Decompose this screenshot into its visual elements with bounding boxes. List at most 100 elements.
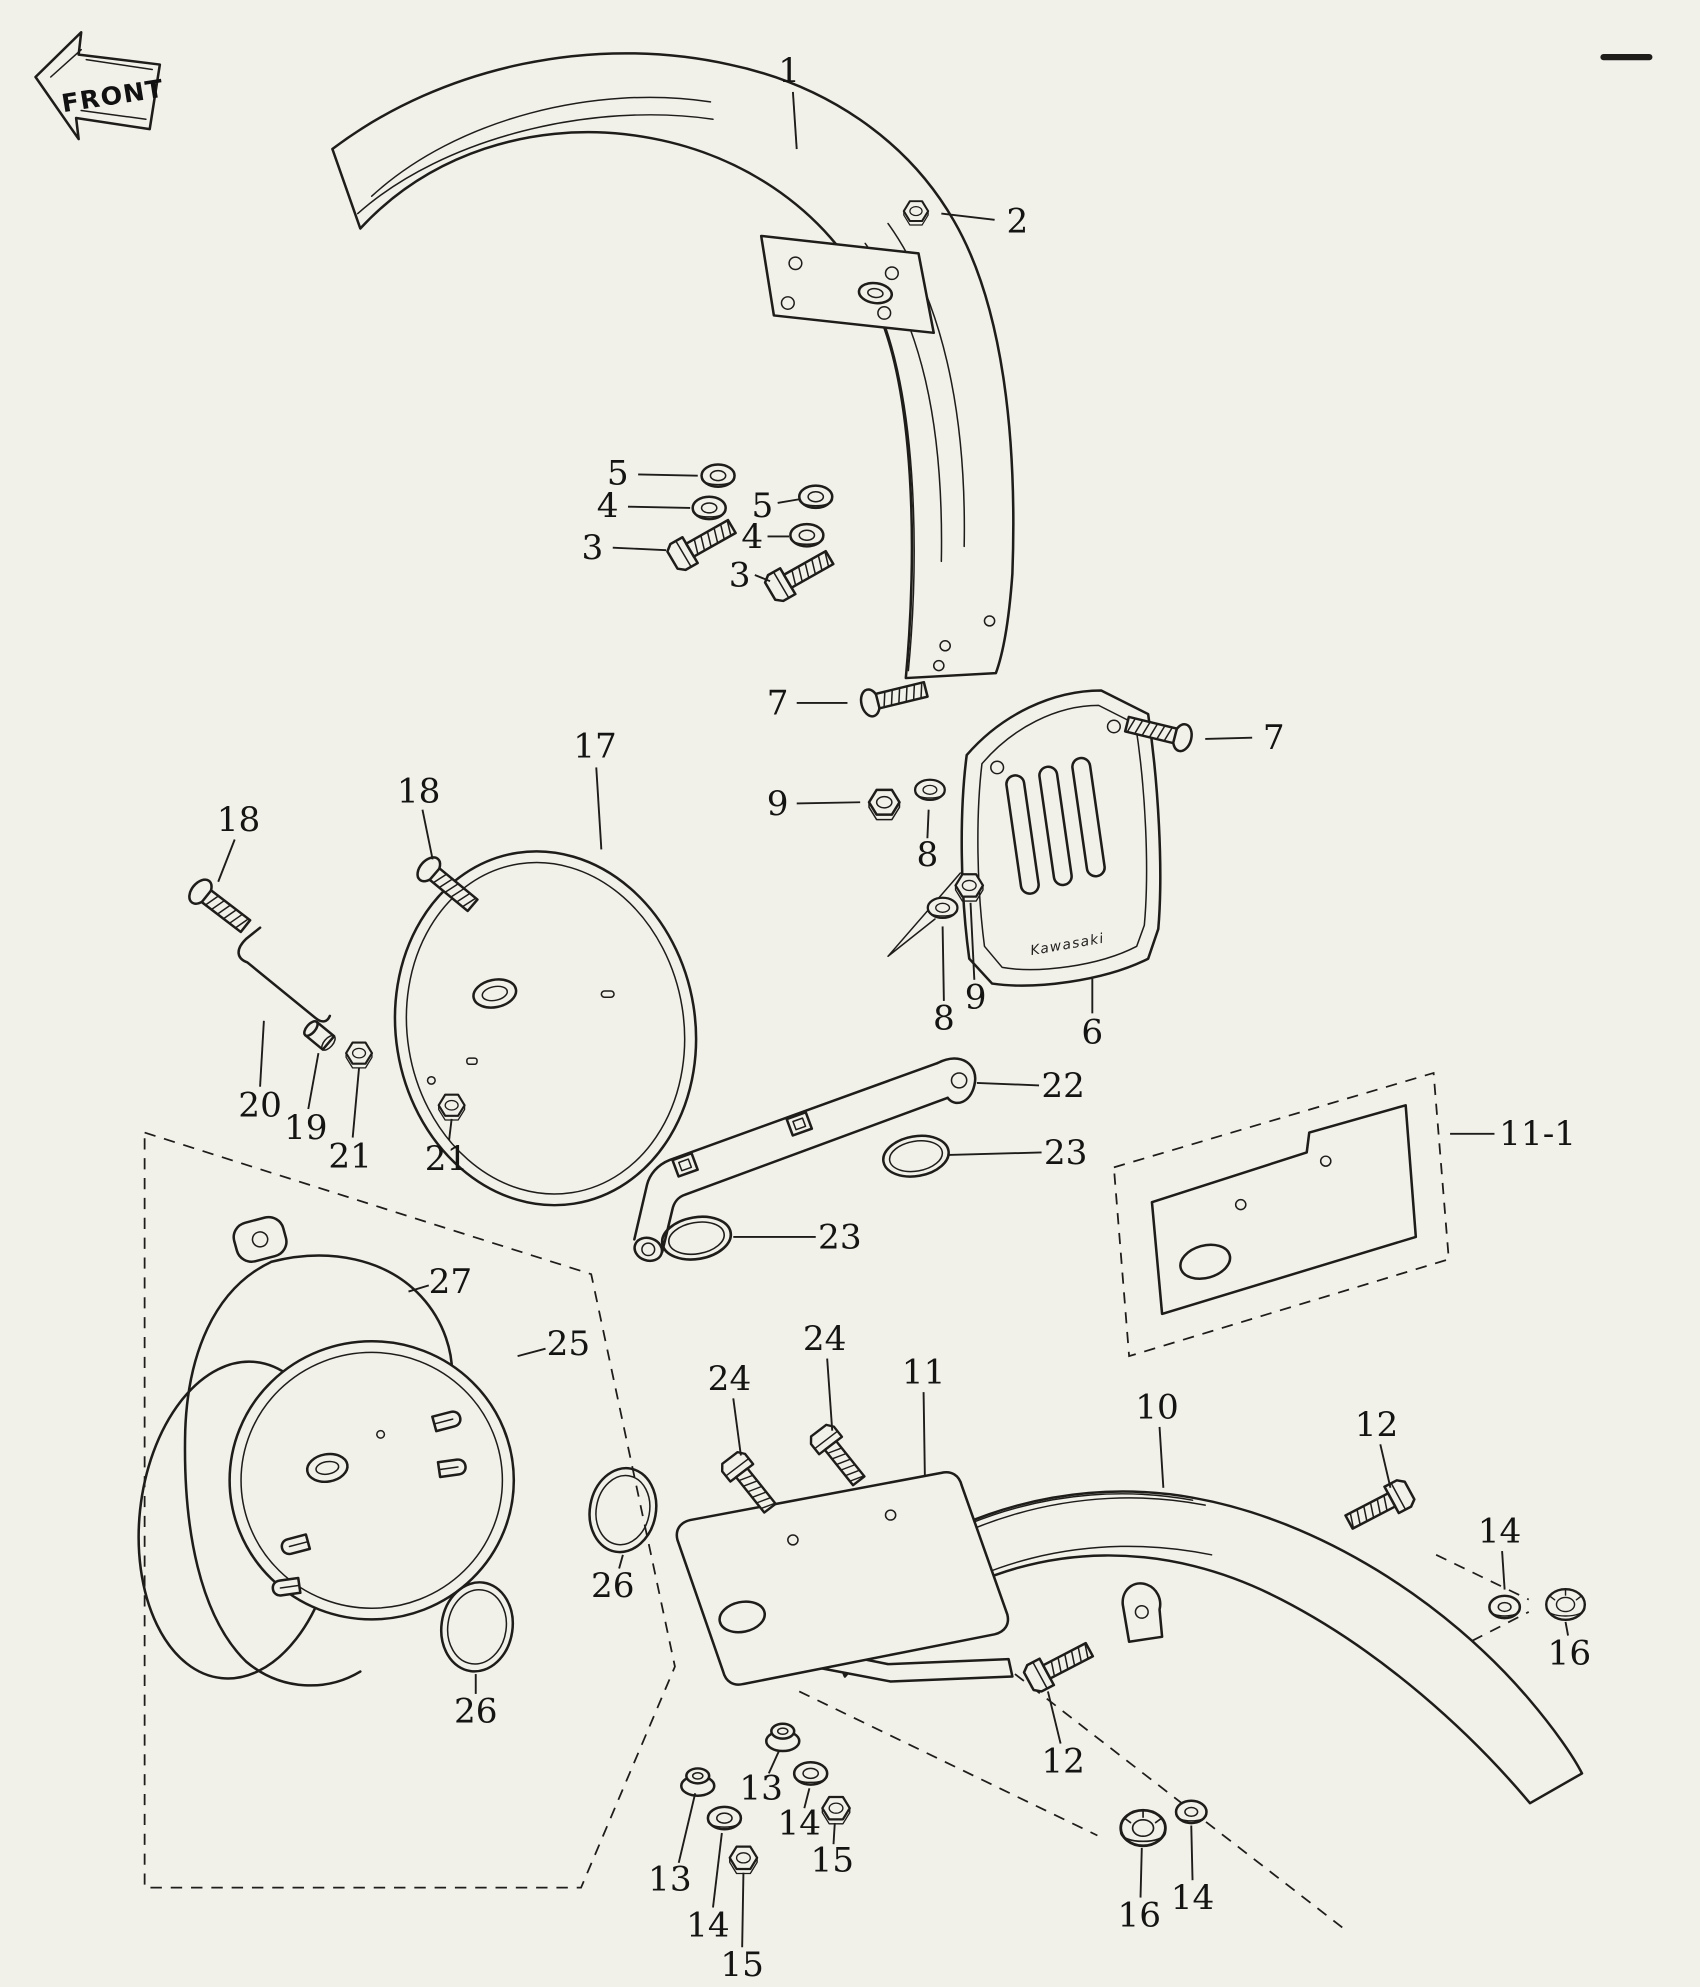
callout-leader-22 [976, 1081, 1040, 1087]
assembly-line-dashed [798, 1690, 1098, 1837]
fender-bracket-tab [1121, 1582, 1164, 1644]
callout-label-7: 7 [1263, 718, 1285, 757]
callout-label-26: 26 [454, 1692, 498, 1731]
callout-label-16: 16 [1117, 1896, 1161, 1935]
callout-leader-14 [1501, 1551, 1506, 1590]
callout-label-20: 20 [238, 1086, 282, 1125]
washer-part-8 [913, 778, 946, 802]
callout-label-22: 22 [1041, 1066, 1085, 1105]
callout-leader-12 [1379, 1444, 1392, 1488]
callout-label-13: 13 [739, 1769, 783, 1808]
callout-label-14: 14 [686, 1906, 730, 1945]
callout-label-2: 2 [1007, 202, 1029, 241]
number-plate-part-17 [393, 850, 698, 1207]
callout-label-23: 23 [1044, 1133, 1088, 1172]
callout-leader-25 [517, 1347, 546, 1358]
assembly-line-dashed [1435, 1554, 1530, 1601]
callout-leader-16 [1564, 1621, 1569, 1636]
washer-part-5 [700, 463, 736, 489]
callout-label-15: 15 [810, 1841, 854, 1880]
callout-label-27: 27 [429, 1262, 473, 1301]
callout-leader-24 [732, 1398, 742, 1456]
callout-label-7: 7 [767, 684, 789, 723]
gasket-part-26 [439, 1581, 515, 1673]
callout-label-24: 24 [803, 1319, 847, 1358]
callout-leader-9 [969, 902, 976, 980]
callout-leader-27 [408, 1284, 430, 1293]
callout-leader-5 [777, 498, 800, 504]
callout-label-1: 1 [778, 51, 800, 90]
plate-backing-part-27 [137, 1215, 454, 1687]
washer-part-14 [706, 1805, 743, 1831]
bolt-part-3 [761, 543, 839, 606]
callout-leader-14 [712, 1832, 723, 1908]
number-plate-part-25 [228, 1339, 516, 1621]
callout-leader-8 [926, 809, 930, 839]
washer-part-5 [797, 484, 834, 510]
callout-label-18: 18 [397, 772, 441, 811]
callout-label-21: 21 [328, 1137, 372, 1176]
callout-leader-12 [1046, 1691, 1062, 1744]
callout-leader-4 [627, 505, 691, 509]
callout-leader-14 [1190, 1825, 1194, 1881]
license-plate-bracket-part-11 [675, 1471, 1014, 1686]
callout-leader-17 [595, 767, 603, 850]
callout-label-15: 15 [720, 1945, 764, 1984]
callout-label-25: 25 [547, 1324, 591, 1363]
nut-part-9 [867, 788, 901, 821]
nut-part-21 [437, 1093, 466, 1122]
bracket-part-22 [633, 1057, 977, 1263]
callout-label-19: 19 [284, 1108, 328, 1147]
callout-leader-2 [941, 212, 995, 221]
callout-leader-8 [941, 926, 945, 1001]
front-direction-arrow: FRONT [34, 31, 166, 141]
mud-flap-part-6: Kawasaki [960, 689, 1162, 987]
callout-label-10: 10 [1135, 1388, 1179, 1427]
callout-leader-3 [612, 546, 667, 552]
callout-label-23: 23 [818, 1218, 862, 1257]
front-fender-part-1 [331, 52, 1015, 680]
callout-leader-18 [217, 839, 236, 883]
callout-label-12: 12 [1041, 1742, 1085, 1781]
bolt-part-24 [806, 1420, 872, 1491]
wire-part-20 [237, 926, 332, 1023]
callout-leader-20 [259, 1020, 265, 1087]
collar-part-13 [765, 1722, 801, 1753]
callout-label-18: 18 [217, 800, 261, 839]
screw-part-18 [183, 874, 256, 939]
callout-label-5: 5 [752, 486, 774, 525]
callout-label-11-1: 11-1 [1499, 1115, 1576, 1154]
screw-part-7 [857, 674, 931, 720]
assembly-boundary-left-dashed [143, 1131, 676, 1889]
nut-part-15 [728, 1845, 759, 1875]
capnut-part-14 [1174, 1799, 1208, 1825]
callout-leader-21 [448, 1118, 453, 1141]
callout-label-12: 12 [1355, 1405, 1399, 1444]
nut-part-9 [954, 873, 985, 903]
callout-label-14: 14 [1478, 1512, 1522, 1551]
callout-leader-21 [351, 1067, 360, 1138]
callout-leader-16 [1139, 1847, 1143, 1898]
oring-part-23 [878, 1129, 954, 1183]
callout-leader-18 [421, 809, 434, 860]
callout-leader-14 [803, 1788, 811, 1809]
callout-label-24: 24 [708, 1359, 752, 1398]
callout-leader-10 [1158, 1426, 1165, 1488]
callout-label-8: 8 [916, 835, 938, 874]
callout-label-16: 16 [1548, 1634, 1592, 1673]
callout-label-26: 26 [591, 1567, 635, 1606]
damper-part-16 [1119, 1808, 1167, 1848]
assembly-line-dashed [1014, 1673, 1343, 1929]
callout-leader-19 [307, 1052, 320, 1110]
callout-label-17: 17 [573, 727, 617, 766]
callout-leader-11 [922, 1392, 926, 1476]
assembly-line-dashed [1435, 1611, 1530, 1660]
callout-leader-13 [767, 1750, 780, 1774]
callout-label-3: 3 [729, 556, 751, 595]
washer-part-14 [792, 1760, 829, 1786]
nut-part-15 [821, 1795, 851, 1825]
reflector-plate-part-11-1 [1150, 1104, 1418, 1316]
callout-leader-13 [677, 1793, 697, 1864]
callout-leader-9 [796, 801, 861, 805]
